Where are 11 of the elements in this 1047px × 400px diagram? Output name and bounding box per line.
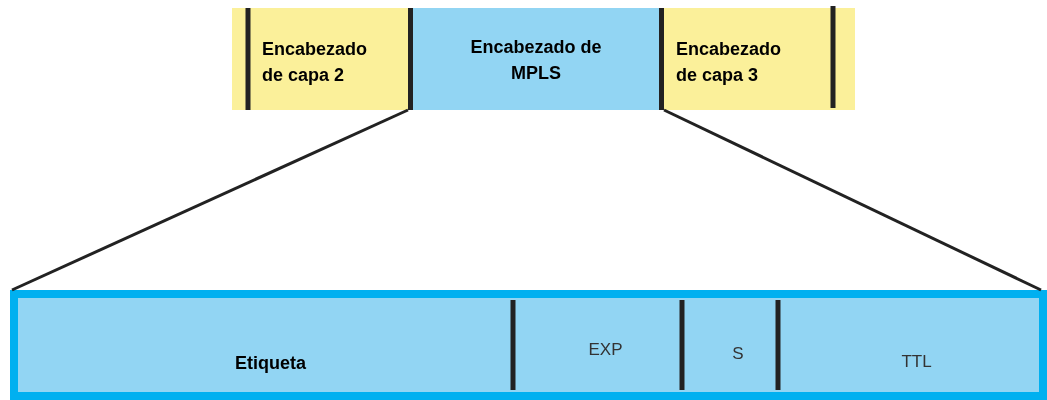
zoom-line [663, 108, 1042, 292]
header-cell [408, 8, 664, 110]
field-label: Etiqueta [234, 352, 307, 375]
cell-label: Encabezado de MPLS [469, 36, 603, 86]
field-bar [10, 290, 1047, 400]
cell-label: Encabezado de capa 2 [261, 38, 369, 88]
zoom-line [11, 108, 409, 292]
cell-label: Encabezado de capa 3 [675, 38, 783, 88]
field-label: S [731, 343, 745, 365]
field-label: TTL [900, 351, 933, 373]
field-label: EXP [587, 339, 624, 361]
